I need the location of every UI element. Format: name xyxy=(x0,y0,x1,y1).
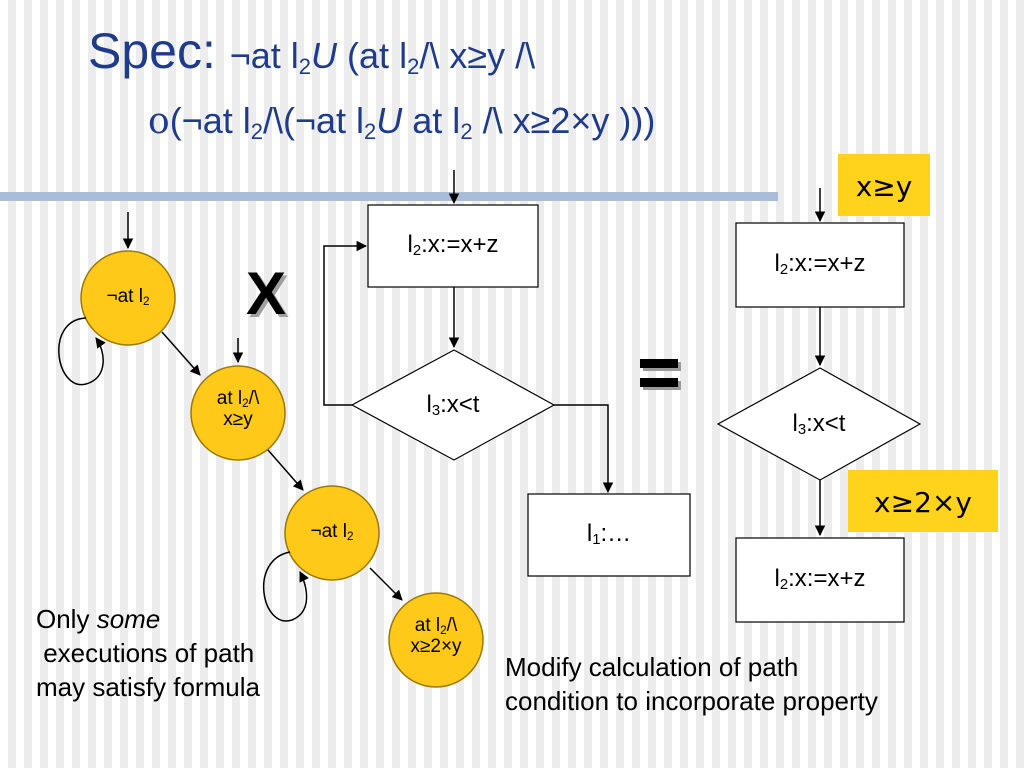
state-4-label: at l2/\ x≥2×y xyxy=(389,615,483,658)
title1-neg-at: ¬at l xyxy=(229,35,299,76)
title-line-2: ο(¬at l2/\(¬at l2U at l2 /\ x≥2×y ))) xyxy=(148,100,656,144)
result-cond-label: l3:x<t xyxy=(718,410,920,438)
result-assign1-text: :x:=x+z xyxy=(788,250,866,277)
result-cond-l: l xyxy=(792,410,798,437)
program-assign-sub: 2 xyxy=(412,243,422,259)
title2-at: at l xyxy=(402,100,461,141)
program-exit-box xyxy=(527,493,691,577)
result-flowchart xyxy=(716,188,922,623)
state-2-sub: 2 xyxy=(242,397,249,410)
title-line-1: Spec: ¬at l2U (at l2/\ x≥y /\ xyxy=(88,22,535,80)
edge-state-1-to-2 xyxy=(161,331,201,376)
program-assign-label: l2:x:=x+z xyxy=(368,231,538,259)
result-assign1-box xyxy=(735,222,905,308)
program-cond-label: l3:x<t xyxy=(352,391,554,419)
result-assign1-label: l2:x:=x+z xyxy=(736,250,904,278)
equals-sign xyxy=(640,359,681,390)
title1-sub1: 2 xyxy=(298,54,312,79)
result-assign1-sub: 2 xyxy=(779,262,789,278)
title1-tail: /\ x≥y /\ xyxy=(419,35,536,76)
result-cond-sub: 3 xyxy=(797,422,807,438)
state-3-text: ¬at l xyxy=(310,521,347,542)
program-exit-edge xyxy=(554,404,614,494)
edge-state-2-to-3 xyxy=(267,449,304,491)
right-caption: Modify calculation of path condition to … xyxy=(505,650,878,718)
program-cond-text: :x<t xyxy=(440,391,480,418)
title2-mid: /\(¬at l xyxy=(262,100,365,141)
title2-tail: /\ x≥2×y ))) xyxy=(472,100,656,141)
program-exit-text: :… xyxy=(600,520,632,547)
result-cond-text: :x<t xyxy=(806,410,846,437)
state-2-cond: x≥y xyxy=(223,408,253,430)
program-assign-l: l xyxy=(407,231,413,258)
state-4-cond: x≥2×y xyxy=(410,635,462,657)
mid-condition-label: x≥2×y xyxy=(848,470,998,532)
mid-condition-text: x≥2×y xyxy=(874,486,972,519)
state-3-circle xyxy=(284,485,380,581)
state-2-label: at l2/\ x≥y xyxy=(191,388,285,431)
left-caption-line-1: Only some xyxy=(36,602,260,636)
state-1-self-loop xyxy=(58,317,106,386)
program-exit-l: l xyxy=(586,520,593,547)
state-3-self-loop xyxy=(262,551,309,622)
left-caption-only: Only xyxy=(36,604,97,634)
program-assign-text: :x:=x+z xyxy=(421,231,499,258)
state-4-circle xyxy=(388,592,484,688)
state-1-circle xyxy=(80,250,176,346)
program-cond-diamond xyxy=(350,349,556,461)
title2-until: U xyxy=(376,100,403,141)
program-exit-label: l1:… xyxy=(528,520,690,548)
state-4-sub: 2 xyxy=(440,624,447,637)
right-caption-line-2: condition to incorporate property xyxy=(505,686,878,716)
program-flowchart xyxy=(323,170,691,577)
automaton-graph xyxy=(58,212,484,688)
state-1-label: ¬at l2 xyxy=(81,286,175,308)
left-caption-line-2: executions of path xyxy=(36,638,255,668)
state-1-sub: 2 xyxy=(142,295,150,308)
title2-sub2: 2 xyxy=(364,119,377,144)
pre-condition-label: x≥y xyxy=(838,154,930,216)
left-caption-some: some xyxy=(96,604,161,634)
left-caption-line-3: may satisfy formula xyxy=(36,672,260,702)
program-cond-sub: 3 xyxy=(431,403,441,419)
program-loop-back xyxy=(323,240,368,406)
state-2-circle xyxy=(190,365,286,461)
edge-state-3-to-4 xyxy=(369,567,403,601)
result-assign2-sub: 2 xyxy=(779,577,789,593)
spec-label: Spec: xyxy=(88,23,230,79)
left-caption: Only some executions of path may satisfy… xyxy=(36,602,260,704)
result-assign2-box xyxy=(735,537,905,623)
next-operator: ο xyxy=(148,101,170,142)
title1-until: U xyxy=(311,35,338,76)
result-assign2-text: :x:=x+z xyxy=(788,565,866,592)
state-2-suffix: /\ xyxy=(248,388,260,409)
program-assign-box xyxy=(367,204,539,288)
title2-open: (¬at l xyxy=(169,100,251,141)
state-3-sub: 2 xyxy=(346,530,354,543)
title1-sub2: 2 xyxy=(407,54,420,79)
state-1-text: ¬at l xyxy=(106,286,143,307)
title1-rest: (at l xyxy=(337,35,408,76)
program-cond-l: l xyxy=(426,391,432,418)
right-caption-line-1: Modify calculation of path xyxy=(505,652,799,682)
title2-sub1: 2 xyxy=(250,119,263,144)
state-4-text: at l xyxy=(414,615,441,636)
title2-sub3: 2 xyxy=(460,119,473,144)
state-3-label: ¬at l2 xyxy=(285,521,379,543)
pre-condition-text: x≥y xyxy=(855,170,913,203)
state-4-suffix: /\ xyxy=(446,615,458,636)
program-exit-sub: 1 xyxy=(592,532,601,548)
product-symbol: X xyxy=(246,260,287,327)
result-assign2-l: l xyxy=(774,565,780,592)
result-assign2-label: l2:x:=x+z xyxy=(736,565,904,593)
title-rule xyxy=(0,192,778,201)
result-assign1-l: l xyxy=(774,250,780,277)
state-2-text: at l xyxy=(216,388,243,409)
